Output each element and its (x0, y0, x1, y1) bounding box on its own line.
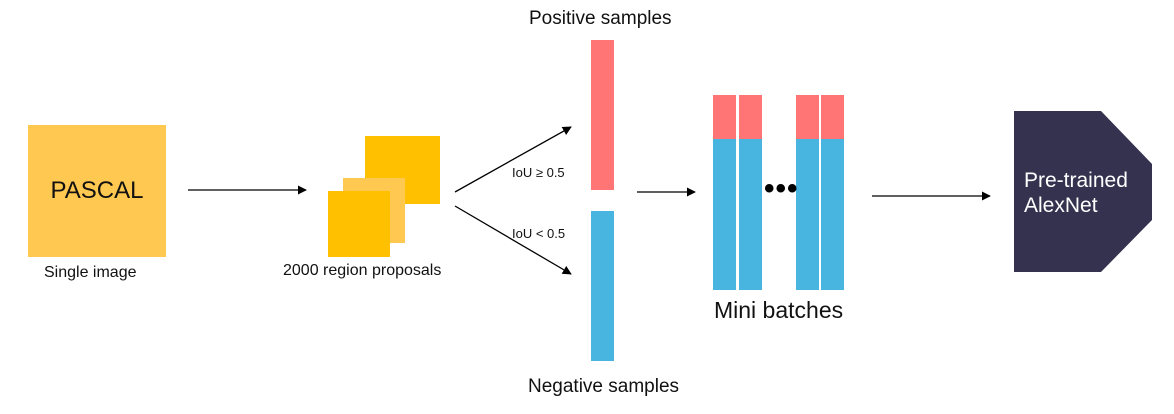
batch-positive-part (821, 95, 844, 139)
mini-batch-1 (713, 95, 736, 290)
iou-negative-condition: IoU < 0.5 (512, 226, 566, 241)
iou-positive-condition: IoU ≥ 0.5 (512, 165, 565, 180)
mini-batch-2 (739, 95, 762, 290)
batch-negative-part (796, 139, 819, 290)
positive-samples-bar (591, 40, 614, 190)
mini-batch-4 (821, 95, 844, 290)
batch-positive-part (739, 95, 762, 139)
arrow-to-positive (454, 126, 572, 193)
batch-negative-part (821, 139, 844, 290)
mini-batch-3 (796, 95, 819, 290)
batch-negative-part (739, 139, 762, 290)
proposal-square-front (328, 191, 390, 257)
mini-batches-label: Mini batches (714, 297, 844, 323)
batch-positive-part (713, 95, 736, 139)
batch-ellipsis: ••• (764, 172, 799, 205)
pascal-image-box: PASCAL (28, 125, 166, 257)
positive-samples-label: Positive samples (529, 8, 672, 29)
single-image-caption: Single image (44, 264, 137, 281)
batch-negative-part (713, 139, 736, 290)
alexnet-label: Pre-trained AlexNet (1024, 169, 1128, 217)
negative-samples-label: Negative samples (528, 376, 680, 397)
region-proposals-caption: 2000 region proposals (283, 262, 442, 279)
arrow-to-negative (454, 205, 572, 275)
batch-positive-part (796, 95, 819, 139)
pascal-label: PASCAL (50, 177, 144, 204)
negative-samples-bar (591, 211, 614, 361)
alexnet-shape (1014, 111, 1152, 272)
